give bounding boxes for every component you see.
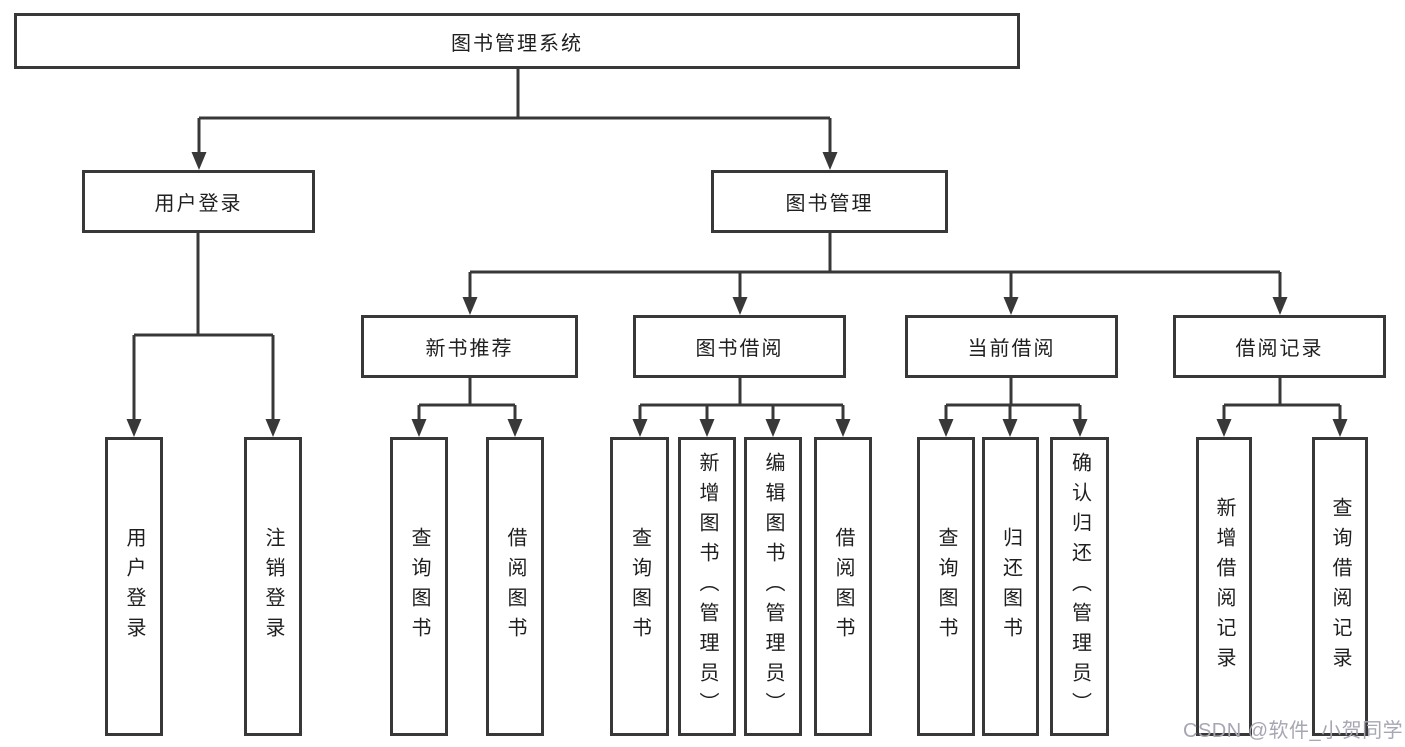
node-borrowing-records-label: 借阅记录 (1235, 338, 1324, 360)
node-new-book-recommend: 新书推荐 (361, 315, 578, 378)
node-book-borrowing: 图书借阅 (633, 315, 846, 378)
node-user-login-label: 用户登录 (154, 193, 243, 215)
node-borrowing-records: 借阅记录 (1173, 315, 1386, 378)
leaf-edit-books-admin-label: 编辑图书（管理员） (762, 451, 784, 722)
leaf-borrow-books-borrowing-label: 借阅图书 (832, 526, 854, 647)
node-book-management: 图书管理 (711, 170, 948, 233)
leaf-query-books-recommend-label: 查询图书 (408, 526, 430, 647)
leaf-return-books-label: 归还图书 (999, 526, 1022, 647)
leaf-query-borrow-record-label: 查询借阅记录 (1329, 496, 1351, 677)
leaf-add-books-admin: 新增图书（管理员） (678, 437, 736, 736)
leaf-query-borrow-record: 查询借阅记录 (1312, 437, 1368, 736)
node-current-borrowing-label: 当前借阅 (967, 338, 1056, 360)
leaf-logout-label: 注销登录 (262, 526, 284, 647)
node-book-borrowing-label: 图书借阅 (695, 338, 784, 360)
leaf-user-login-label: 用户登录 (123, 526, 145, 647)
leaf-borrow-books-recommend-label: 借阅图书 (504, 526, 526, 647)
node-root: 图书管理系统 (14, 13, 1020, 69)
leaf-user-login: 用户登录 (105, 437, 163, 736)
leaf-logout: 注销登录 (244, 437, 302, 736)
node-current-borrowing: 当前借阅 (905, 315, 1118, 378)
node-user-login: 用户登录 (82, 170, 315, 233)
leaf-query-books-borrowing-label: 查询图书 (628, 526, 651, 647)
leaf-query-books-current: 查询图书 (917, 437, 975, 736)
leaf-borrow-books-borrowing: 借阅图书 (814, 437, 872, 736)
leaf-borrow-books-recommend: 借阅图书 (486, 437, 544, 736)
watermark-text: CSDN @软件_小贺同学 (1183, 720, 1404, 742)
leaf-add-borrow-record: 新增借阅记录 (1196, 437, 1252, 736)
leaf-query-books-recommend: 查询图书 (390, 437, 448, 736)
leaf-add-borrow-record-label: 新增借阅记录 (1213, 496, 1235, 677)
leaf-confirm-return-admin: 确认归还（管理员） (1050, 437, 1109, 736)
leaf-query-books-borrowing: 查询图书 (610, 437, 669, 736)
node-root-label: 图书管理系统 (451, 32, 583, 55)
node-book-management-label: 图书管理 (785, 193, 874, 215)
leaf-return-books: 归还图书 (982, 437, 1039, 736)
leaf-query-books-current-label: 查询图书 (935, 526, 957, 647)
leaf-edit-books-admin: 编辑图书（管理员） (744, 437, 802, 736)
node-new-book-recommend-label: 新书推荐 (425, 338, 514, 360)
leaf-add-books-admin-label: 新增图书（管理员） (696, 451, 718, 722)
leaf-confirm-return-admin-label: 确认归还（管理员） (1068, 451, 1091, 722)
